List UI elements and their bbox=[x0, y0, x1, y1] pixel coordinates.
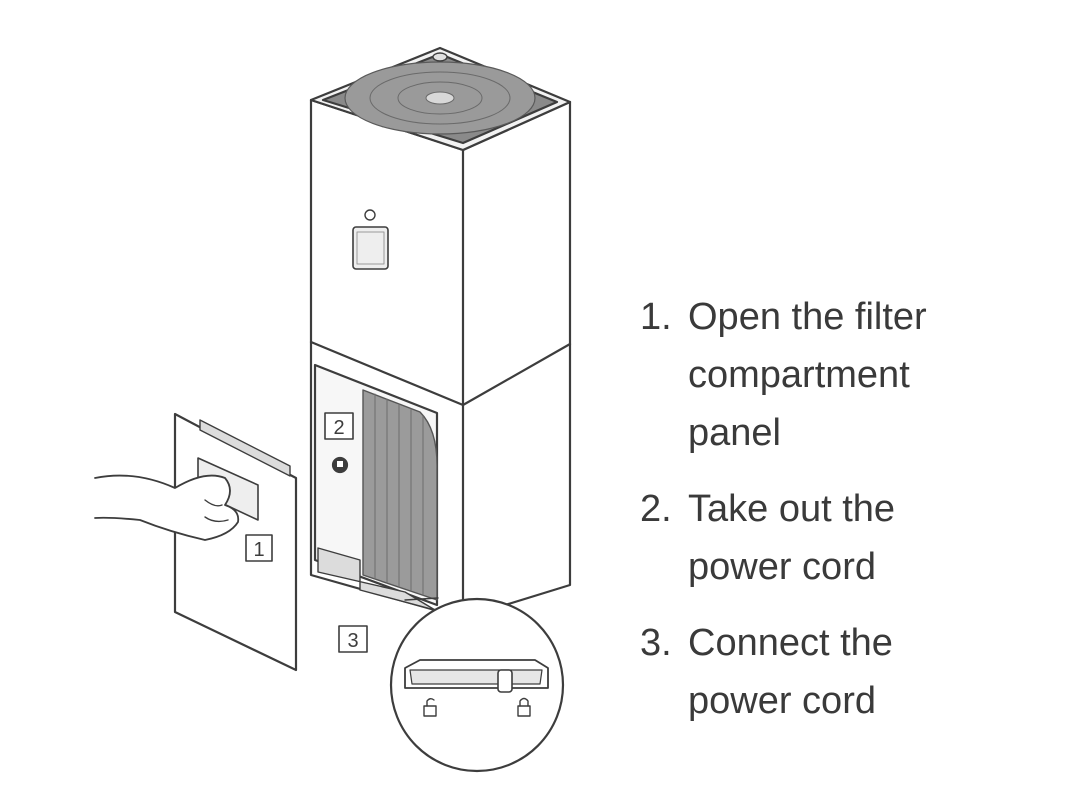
step-number: 2. bbox=[640, 480, 688, 596]
step-number: 1. bbox=[640, 288, 688, 462]
instruction-steps: 1. Open the filter compartment panel 2. … bbox=[640, 288, 1060, 748]
hand bbox=[95, 476, 238, 540]
air-purifier-illustration: 1 2 3 bbox=[0, 0, 640, 802]
callout-2-label: 2 bbox=[333, 417, 344, 439]
step-1: 1. Open the filter compartment panel bbox=[640, 288, 1060, 462]
step-text: Open the filter compartment panel bbox=[688, 288, 1060, 462]
filter-compartment-panel bbox=[175, 414, 296, 670]
filter-cylinder bbox=[363, 390, 437, 600]
step-text: Take out the power cord bbox=[688, 480, 1060, 596]
step-text: Connect the power cord bbox=[688, 614, 1060, 730]
callout-3-label: 3 bbox=[347, 630, 358, 652]
step-2: 2. Take out the power cord bbox=[640, 480, 1060, 596]
step-3: 3. Connect the power cord bbox=[640, 614, 1060, 730]
callout-1-label: 1 bbox=[253, 539, 264, 561]
step-number: 3. bbox=[640, 614, 688, 730]
